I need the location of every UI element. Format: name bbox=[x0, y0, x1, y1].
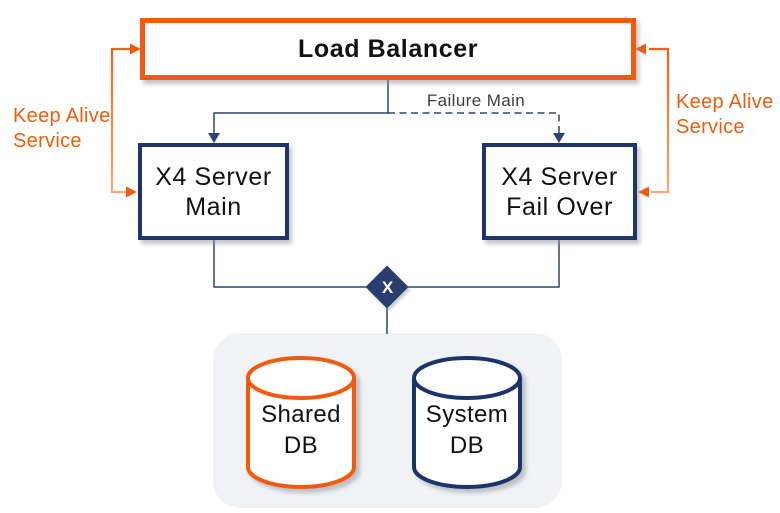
keep-alive-service-label-left: Keep Alive Service bbox=[13, 105, 111, 152]
server-main-label-line1: X4 Server bbox=[155, 162, 272, 191]
arrowhead-right-lb bbox=[130, 43, 141, 55]
load-balancer-node: Load Balancer bbox=[140, 18, 636, 80]
shared-db-cylinder bbox=[246, 356, 356, 489]
system-db-cylinder bbox=[412, 356, 522, 489]
arrowhead-down-failover bbox=[553, 133, 565, 143]
server-failover-label-line2: Fail Over bbox=[506, 192, 613, 221]
arrowhead-left-lb bbox=[635, 43, 646, 55]
server-main-label-line2: Main bbox=[185, 192, 242, 221]
server-failover-label-line1: X4 Server bbox=[501, 162, 618, 191]
failure-main-label: Failure Main bbox=[426, 91, 526, 110]
keep-alive-line-right bbox=[649, 47, 670, 194]
arrowhead-left-failover bbox=[638, 186, 649, 198]
server-main-node: X4 Server Main bbox=[138, 143, 289, 240]
shared-db-label: Shared DB bbox=[261, 401, 341, 459]
load-balancer-label: Load Balancer bbox=[297, 34, 479, 63]
connector-lb-to-main bbox=[213, 80, 389, 134]
failover-junction-diamond bbox=[365, 265, 409, 309]
junction-x-label: X bbox=[381, 278, 394, 297]
connector-failure-main-dashed bbox=[388, 112, 560, 134]
keep-alive-line-left bbox=[110, 47, 131, 194]
server-failover-node: X4 Server Fail Over bbox=[482, 143, 637, 240]
arrowhead-down-main bbox=[208, 133, 220, 143]
arrowhead-right-main bbox=[126, 186, 137, 198]
system-db-label: System DB bbox=[425, 401, 509, 459]
keep-alive-service-label-right: Keep Alive Service bbox=[676, 91, 774, 138]
